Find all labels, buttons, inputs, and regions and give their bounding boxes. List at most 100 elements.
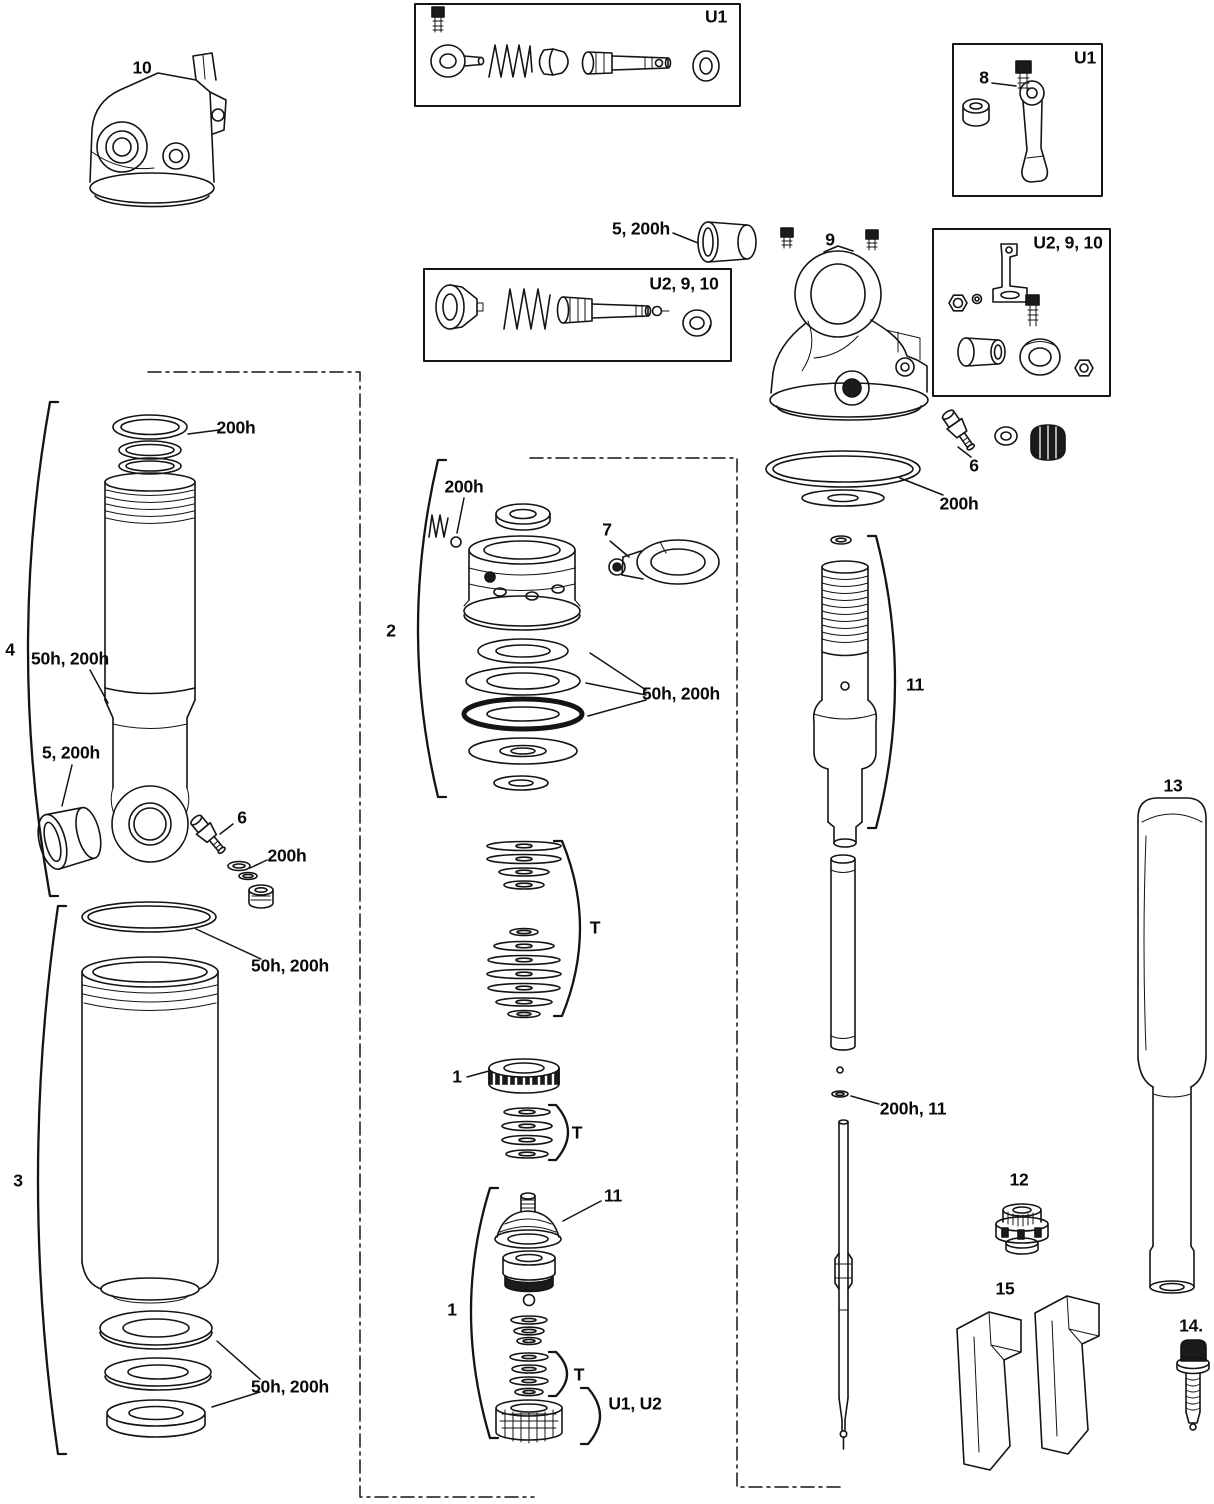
dashdot-boundary-left — [147, 371, 535, 1498]
callout-part-7: 7 — [602, 519, 612, 540]
rebound-piston-assembly-drawing — [494, 1192, 563, 1444]
leader-seals-mid-b — [585, 682, 647, 696]
callout-part-8: 8 — [979, 67, 989, 88]
leader-bushing-top — [672, 232, 699, 244]
callout-oring-right: 200h — [939, 493, 979, 514]
bracket-t-bottom — [547, 1350, 569, 1398]
bracket-2 — [416, 458, 448, 799]
callout-seals-mid: 50h, 200h — [642, 683, 720, 704]
part-6-left-drawing — [190, 814, 226, 855]
leader-seals-mid-c — [587, 699, 647, 717]
leader-orings-left — [249, 859, 268, 869]
leader-1-mid — [466, 1070, 490, 1078]
leader-lines — [61, 82, 1017, 1408]
callout-u1-u2: U1, U2 — [608, 1393, 662, 1414]
leader-oring-11 — [850, 1095, 880, 1105]
damper-shaft-body-11-drawing — [812, 560, 878, 848]
air-valve-assembly-drawing — [428, 503, 581, 631]
piston-1-mid-drawing — [488, 1058, 560, 1094]
bushing-5-200h-left-drawing — [37, 806, 102, 871]
callout-ball-mid: 200h — [444, 476, 484, 497]
callout-part-6-right: 6 — [969, 455, 979, 476]
oring-200h-11-drawing — [831, 1066, 849, 1098]
part-15-block-left — [956, 1311, 1022, 1471]
leader-8 — [991, 82, 1017, 87]
shaft-mid-11-drawing — [830, 854, 856, 1051]
callout-part-14: 14. — [1179, 1315, 1203, 1336]
callout-oring-11: 200h, 11 — [879, 1098, 947, 1119]
leader-can-oring — [195, 928, 262, 960]
callout-t-upper-small: T — [571, 1122, 583, 1143]
air-can-drawing — [81, 901, 219, 1304]
leader-topcap-left — [187, 429, 220, 435]
leader-seals-mid-a — [589, 652, 647, 691]
callout-part-15: 15 — [995, 1278, 1015, 1299]
u1-right-box-frame — [952, 43, 1103, 197]
callout-orings-left: 200h — [267, 845, 307, 866]
dashdot-boundary-middle — [529, 457, 844, 1488]
bushing-5-200h-top-drawing — [697, 221, 757, 263]
u2-9-10-mid-parts — [435, 284, 712, 337]
bracket-t-upper-small — [547, 1103, 570, 1162]
part-7-clamp-drawing — [608, 539, 720, 585]
callout-topcap-left: 200h — [216, 417, 256, 438]
callout-part-1-mid: 1 — [452, 1066, 462, 1087]
callout-part-2: 2 — [386, 620, 396, 641]
u1-top-box-frame — [414, 3, 741, 107]
callout-part-11-bottom: 11 — [603, 1185, 623, 1206]
u1-top-parts — [430, 6, 720, 82]
shim-stack-t-upper-small-drawing — [501, 1107, 553, 1159]
callout-part-10: 10 — [132, 57, 152, 78]
u2-9-10-mid-box-frame — [423, 268, 732, 362]
part-10-drawing — [89, 52, 227, 208]
callout-part-3: 3 — [13, 1170, 23, 1191]
topcap-seals-left-drawing — [112, 414, 188, 475]
leader-can-seals-a — [216, 1340, 261, 1380]
callout-u2-9-10-right: U2, 9, 10 — [1033, 232, 1103, 253]
callout-can-oring: 50h, 200h — [251, 955, 329, 976]
callout-t-bottom: T — [573, 1364, 585, 1385]
callout-t-mid: T — [589, 917, 601, 938]
leader-oring-right — [899, 477, 944, 496]
callout-part-1-bottom: 1 — [447, 1299, 457, 1320]
callout-u1-top: U1 — [705, 6, 727, 27]
callout-bushing-top: 5, 200h — [612, 218, 670, 239]
black-cap-right-drawing — [1030, 424, 1066, 461]
callout-u2-9-10-mid: U2, 9, 10 — [649, 273, 719, 294]
big-oring-200h-right-drawing — [765, 450, 921, 507]
part-9-drawing — [769, 245, 929, 421]
rebound-rod-drawing — [834, 1119, 853, 1450]
callout-can-seals: 50h, 200h — [251, 1376, 329, 1397]
leader-ball-mid — [456, 497, 465, 534]
leader-bushing-left — [61, 764, 73, 807]
part-15-drawing — [956, 1295, 1100, 1471]
callout-part-11-right: 11 — [905, 674, 925, 695]
bracket-1-bottom — [469, 1186, 500, 1440]
small-orings-200h-left-drawing — [227, 860, 274, 909]
part-9-set-screws — [780, 227, 879, 251]
callout-part-6-left: 6 — [237, 807, 247, 828]
part-15-block-right — [1034, 1295, 1100, 1455]
bracket-u1-u2 — [579, 1386, 602, 1446]
leader-can-seals-b — [211, 1391, 261, 1408]
callout-part-13: 13 — [1163, 775, 1183, 796]
can-seals-drawing — [99, 1310, 213, 1438]
u2-9-10-right-parts — [948, 243, 1094, 377]
damper-body-left-drawing — [104, 472, 196, 863]
callout-part-9: 9 — [825, 229, 835, 250]
shim-stack-t-mid-drawing — [486, 840, 562, 1019]
part-13-drawing — [1137, 797, 1207, 1294]
callout-part-4: 4 — [5, 639, 15, 660]
washer-right-drawing — [994, 426, 1018, 446]
callout-part-12: 12 — [1009, 1169, 1029, 1190]
bracket-11 — [866, 534, 897, 830]
part-14-drawing — [1176, 1339, 1210, 1431]
leader-6-right — [957, 446, 972, 458]
u2-9-10-right-box-frame — [932, 228, 1111, 397]
seal-stack-mid-drawing — [461, 638, 585, 791]
callout-body-left: 50h, 200h — [31, 648, 109, 669]
part-12-drawing — [995, 1203, 1049, 1255]
callout-u1-right: U1 — [1074, 47, 1096, 68]
